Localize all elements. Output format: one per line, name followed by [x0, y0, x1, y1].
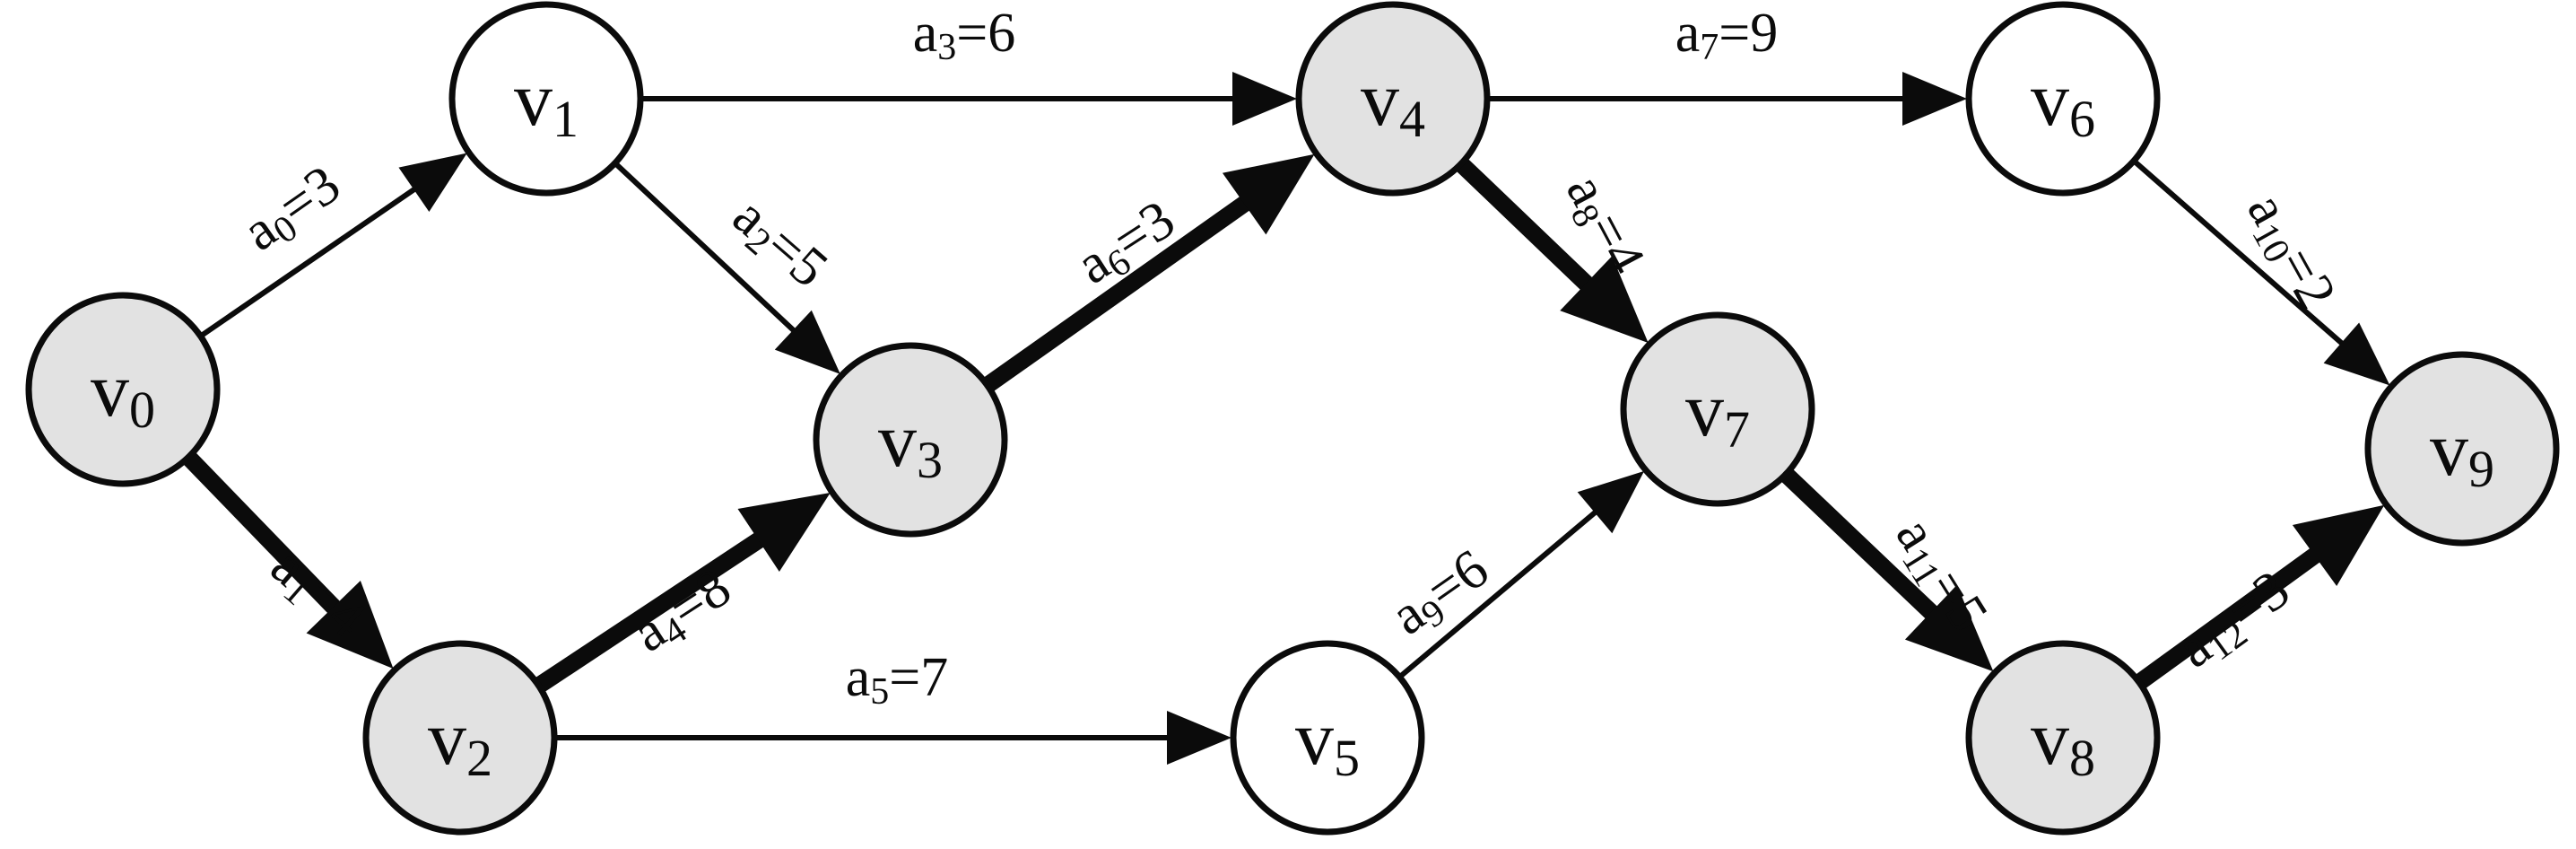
- edge-a12: [2136, 504, 2385, 688]
- edge-label-a3: a3=6: [913, 3, 1016, 68]
- edge-label-a10: a10=2: [2232, 183, 2348, 321]
- node-label-v4: v4: [1361, 56, 1425, 148]
- node-circle-v6[interactable]: [1965, 1, 2161, 197]
- edge-shaft-a11: [1781, 468, 1941, 623]
- edge-shaft-a2: [614, 162, 799, 336]
- edge-label-a2: a2=5: [718, 186, 839, 302]
- node-v3[interactable]: v3: [813, 342, 1008, 538]
- edge-a8: [1456, 159, 1649, 344]
- edge-label-a9: a9=6: [1380, 538, 1502, 650]
- arrowhead-a5: [1167, 711, 1231, 765]
- node-circle-v7[interactable]: [1620, 311, 1815, 507]
- edge-shaft-a1: [183, 452, 344, 617]
- node-v5[interactable]: v5: [1230, 640, 1425, 836]
- node-v2[interactable]: v2: [362, 640, 558, 836]
- edge-label-a0: a0=3: [232, 153, 354, 266]
- edge-a1: [183, 452, 394, 670]
- edge-shaft-a8: [1456, 159, 1597, 293]
- node-v1[interactable]: v1: [448, 1, 644, 197]
- edge-label-a7: a7=9: [1675, 3, 1779, 68]
- edge-shaft-a9: [1398, 507, 1601, 678]
- node-label-v2: v2: [428, 695, 492, 787]
- edge-a3: [642, 72, 1297, 126]
- arrowhead-a9: [1577, 470, 1645, 534]
- edge-a11: [1781, 468, 1994, 672]
- arrowhead-a10: [2323, 322, 2390, 386]
- arrowhead-a0: [398, 153, 467, 213]
- node-v6[interactable]: v6: [1965, 1, 2161, 197]
- node-circle-v9[interactable]: [2364, 351, 2560, 547]
- node-circle-v2[interactable]: [362, 640, 558, 836]
- edge-a2: [614, 162, 840, 374]
- edge-a6: [983, 153, 1315, 392]
- node-v9[interactable]: v9: [2364, 351, 2560, 547]
- arrowhead-a4: [737, 493, 831, 573]
- node-v8[interactable]: v8: [1965, 640, 2161, 836]
- arrowhead-a8: [1560, 256, 1649, 344]
- edge-label-a4: a4=8: [622, 556, 744, 668]
- arrowhead-a6: [1222, 153, 1315, 235]
- edge-a5: [556, 711, 1231, 765]
- node-label-v3: v3: [878, 397, 943, 489]
- edge-shaft-a0: [200, 184, 421, 337]
- node-circle-v8[interactable]: [1965, 640, 2161, 836]
- edge-a10: [2133, 160, 2390, 386]
- edge-a4: [535, 493, 831, 692]
- edge-shaft-a10: [2133, 160, 2347, 349]
- arrowhead-a1: [306, 580, 394, 670]
- edge-shaft-a12: [2136, 545, 2324, 688]
- arrowhead-a12: [2292, 504, 2385, 587]
- node-v0[interactable]: v0: [25, 292, 221, 487]
- node-v4[interactable]: v4: [1295, 1, 1491, 197]
- edge-label-a5: a5=7: [846, 647, 949, 713]
- node-circle-v3[interactable]: [813, 342, 1008, 538]
- node-label-v6: v6: [2031, 56, 2095, 148]
- node-label-v0: v0: [91, 346, 155, 439]
- node-label-v1: v1: [514, 56, 579, 148]
- edge-a7: [1489, 72, 1967, 126]
- node-circle-v1[interactable]: [448, 1, 644, 197]
- node-v7[interactable]: v7: [1620, 311, 1815, 507]
- arrowhead-a7: [1902, 72, 1967, 126]
- node-circle-v5[interactable]: [1230, 640, 1425, 836]
- arrowhead-a2: [774, 310, 840, 374]
- edges-layer: [183, 72, 2390, 765]
- nodes-layer: v0 v1 v2 v3 v4 v5 v6 v7 v8 v9: [25, 1, 2560, 836]
- node-circle-v0[interactable]: [25, 292, 221, 487]
- node-label-v9: v9: [2430, 406, 2494, 498]
- edge-label-a6: a6=3: [1066, 188, 1188, 300]
- edge-shaft-a4: [535, 530, 768, 692]
- arrowhead-a11: [1904, 584, 1994, 672]
- arrowhead-a3: [1232, 72, 1297, 126]
- node-label-v5: v5: [1295, 695, 1360, 787]
- node-label-v8: v8: [2031, 695, 2095, 787]
- edge-shaft-a6: [983, 193, 1254, 392]
- node-circle-v4[interactable]: [1295, 1, 1491, 197]
- edge-a0: [200, 153, 467, 337]
- edge-a9: [1398, 470, 1645, 678]
- edge-label-a12: a12=3: [2166, 559, 2303, 684]
- node-label-v7: v7: [1685, 366, 1750, 459]
